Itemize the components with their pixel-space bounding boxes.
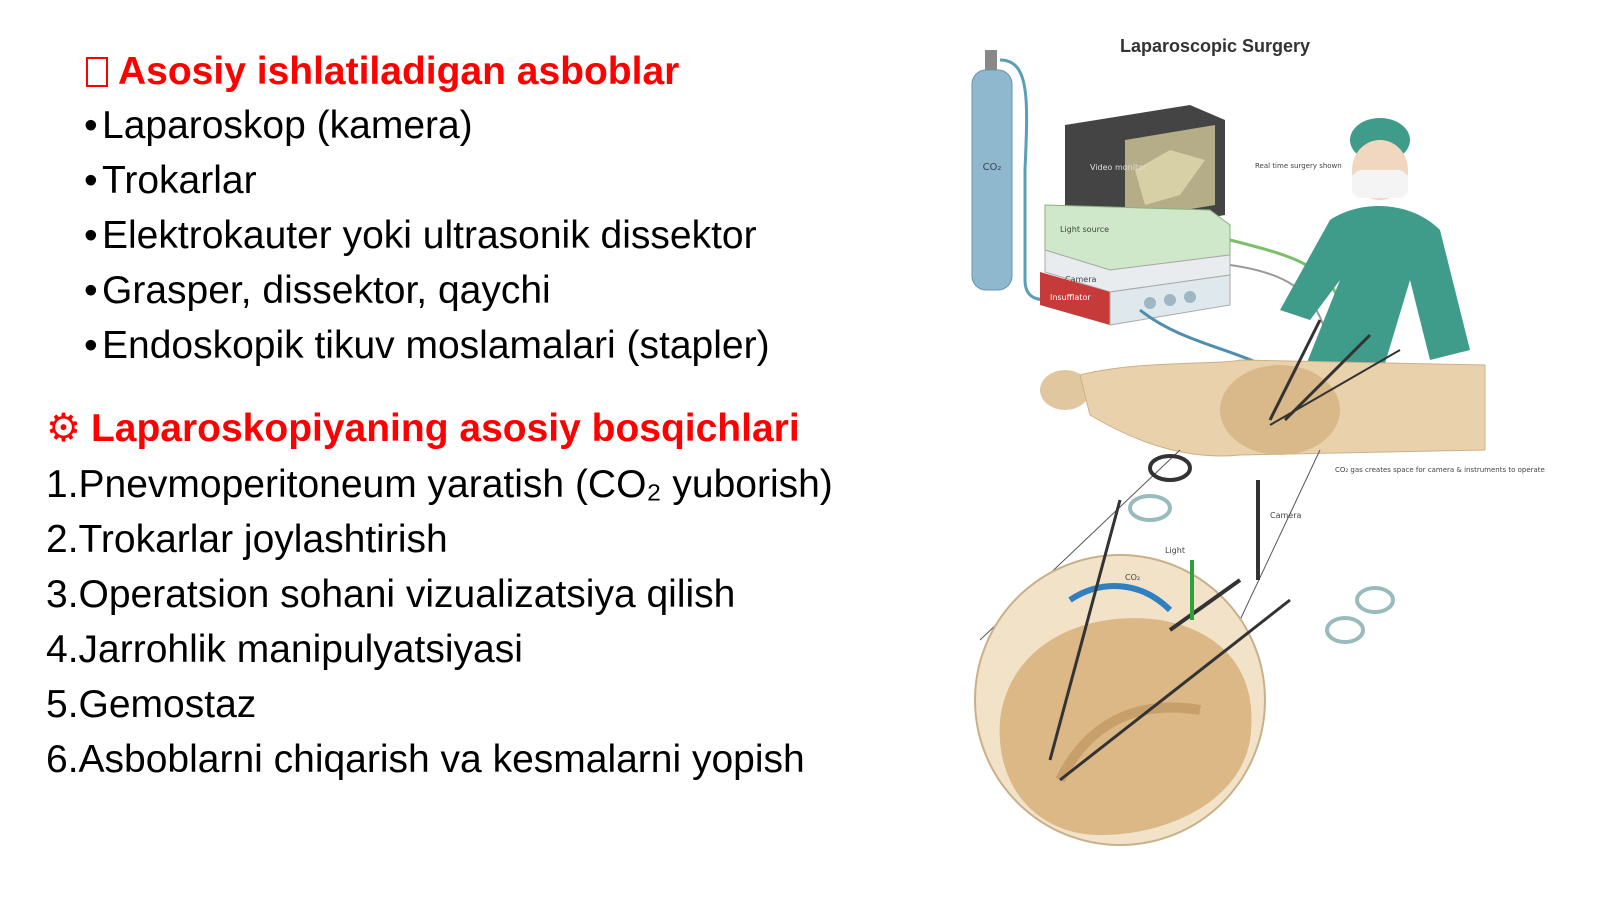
svg-text:Camera: Camera <box>1270 511 1301 520</box>
svg-text:Video monitor: Video monitor <box>1090 163 1147 172</box>
equipment-stack: Light source Camera Insufflator <box>1040 204 1231 326</box>
gas-note-label: CO₂ gas creates space for camera & instr… <box>1335 466 1545 474</box>
list-item: 4.Jarrohlik manipulyatsiyasi <box>46 628 523 671</box>
text-column: Asosiy ishlatiladigan asboblar •Laparosk… <box>46 50 866 787</box>
instrument-list: •Laparoskop (kamera) •Trokarlar •Elektro… <box>84 98 770 373</box>
section-title: Laparoskopiyaning asosiy bosqichlari <box>90 407 800 450</box>
section-title: Asosiy ishlatiladigan asboblar <box>118 50 680 93</box>
list-item: 6.Asboblarni chiqarish va kesmalarni yop… <box>46 738 805 781</box>
svg-text:CO₂: CO₂ <box>983 162 1002 173</box>
magnified-view: Camera Light CO₂ <box>974 454 1395 846</box>
illustration-title: Laparoscopic Surgery <box>1120 36 1310 56</box>
list-item: •Grasper, dissektor, qaychi <box>84 269 551 312</box>
surgeon <box>1280 118 1470 380</box>
co2-tank: CO₂ <box>971 50 1051 302</box>
list-item: 3.Operatsion sohani vizualizatsiya qilis… <box>46 573 736 616</box>
list-item: 5.Gemostaz <box>46 683 257 726</box>
patient <box>1040 319 1486 457</box>
svg-text:Light source: Light source <box>1060 225 1109 234</box>
section-heading-steps: ⚙Laparoskopiyaning asosiy bosqichlari <box>46 407 800 451</box>
gear-icon: ⚙ <box>46 407 81 450</box>
list-item: 1.Pnevmoperitoneum yaratish (CO₂ yuboris… <box>46 463 833 506</box>
svg-text:Light: Light <box>1165 546 1185 555</box>
svg-text:CO₂: CO₂ <box>1125 573 1140 582</box>
list-item: •Laparoskop (kamera) <box>84 104 473 147</box>
svg-text:Camera: Camera <box>1065 275 1096 284</box>
list-item: •Elektrokauter yoki ultrasonik dissektor <box>84 214 757 257</box>
video-monitor: Video monitor <box>1065 105 1225 235</box>
laparoscopic-surgery-illustration: Laparoscopic Surgery CO₂ Video monitor R… <box>940 20 1545 850</box>
svg-text:Insufflator: Insufflator <box>1050 293 1091 302</box>
section-heading-instruments: Asosiy ishlatiladigan asboblar <box>86 50 679 94</box>
list-item: •Trokarlar <box>84 159 257 202</box>
real-time-label: Real time surgery shown <box>1255 162 1342 170</box>
list-item: 2.Trokarlar joylashtirish <box>46 518 448 561</box>
square-glyph-icon <box>86 57 108 87</box>
list-item: •Endoskopik tikuv moslamalari (stapler) <box>84 324 770 367</box>
steps-list: 1.Pnevmoperitoneum yaratish (CO₂ yuboris… <box>46 457 866 787</box>
